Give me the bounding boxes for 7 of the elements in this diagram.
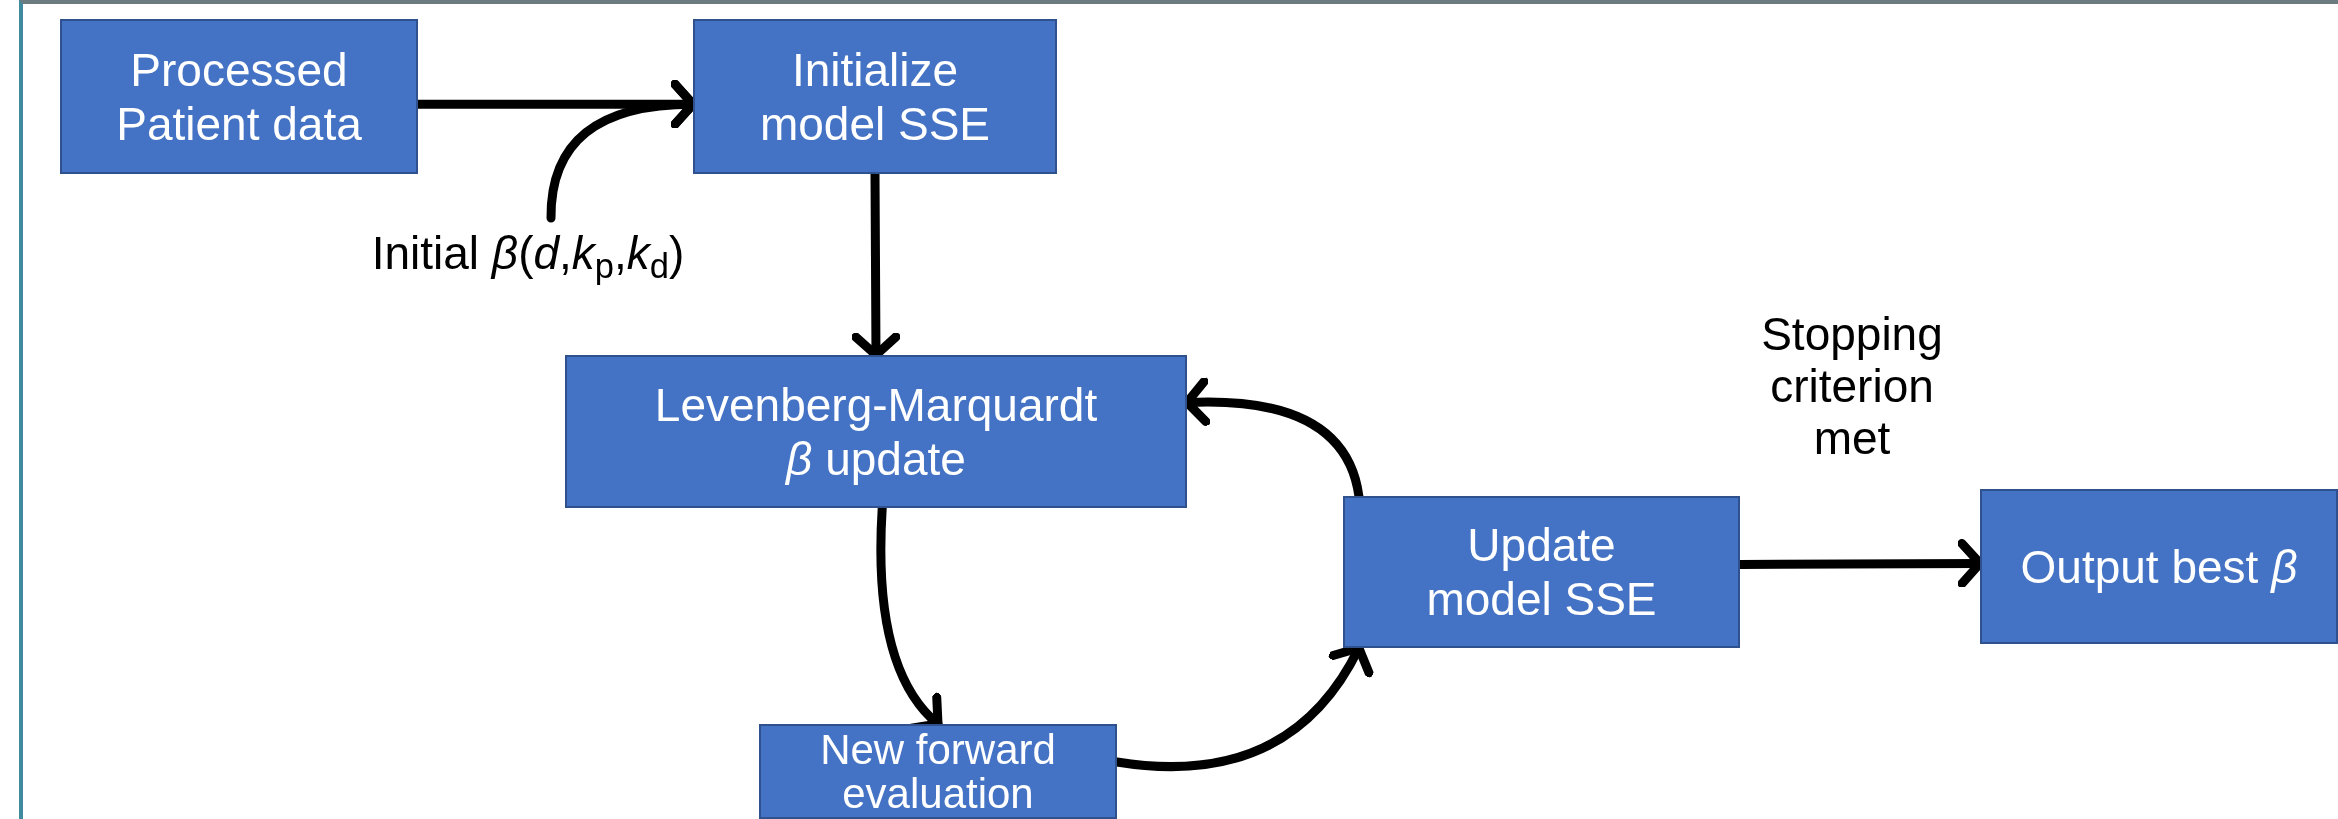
process-box: New forward evaluation [759, 724, 1117, 819]
input-label: Initial β(d,k$_{p}$,k$_{d}$) [298, 218, 758, 288]
process-box: Levenberg-Marquardt β update [565, 355, 1187, 508]
process-box: Output best β [1980, 489, 2338, 644]
process-box: Initialize model SSE [693, 19, 1057, 174]
process-box: Processed Patient data [60, 19, 418, 174]
process-box: Update model SSE [1343, 496, 1740, 648]
